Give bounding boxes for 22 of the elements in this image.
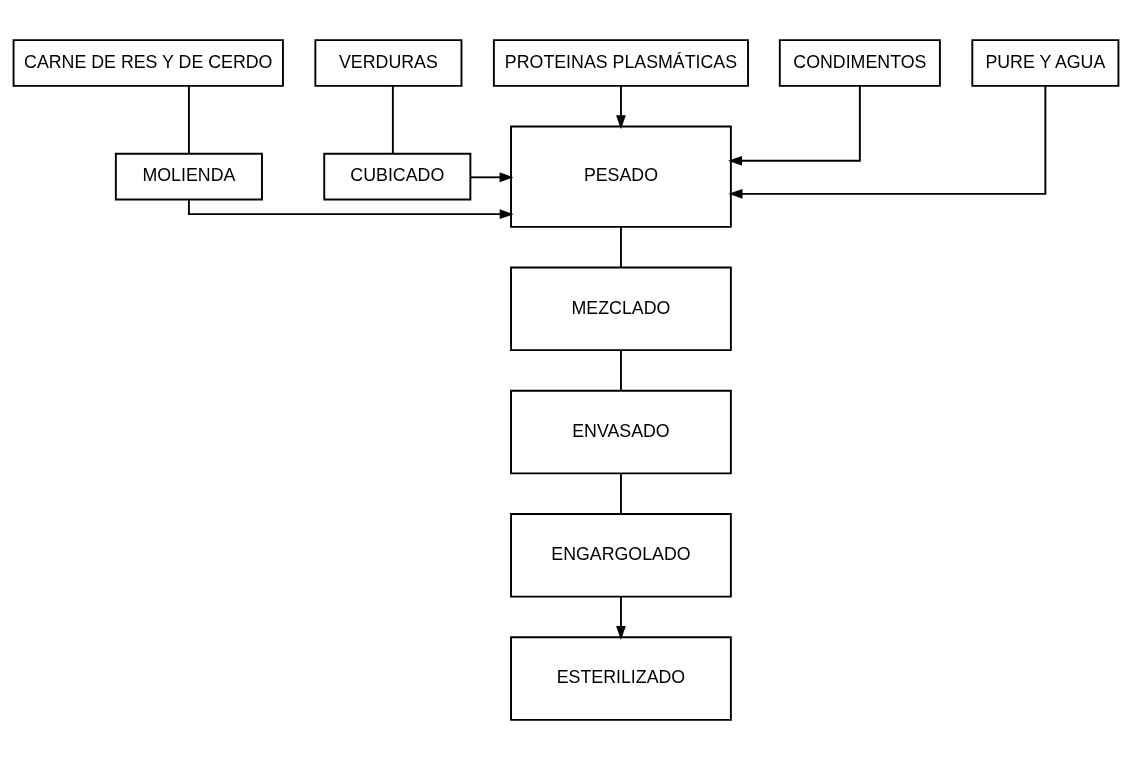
node-box: PESADO	[510, 125, 732, 228]
node-box: VERDURAS	[314, 39, 463, 87]
arrow	[728, 85, 861, 166]
connector	[187, 85, 190, 155]
node-box: CUBICADO	[323, 152, 472, 201]
connector	[620, 226, 622, 269]
node-box: ENGARGOLADO	[510, 513, 732, 598]
connector	[620, 472, 622, 515]
node-box: ENVASADO	[510, 389, 732, 475]
node-box: MEZCLADO	[510, 266, 732, 352]
arrow	[616, 85, 626, 130]
arrow	[728, 85, 1047, 199]
node-box: MOLIENDA	[114, 152, 263, 201]
arrow	[469, 172, 514, 183]
node-box: CARNE DE RES Y DE CERDO	[12, 39, 284, 87]
node-box: ESTERILIZADO	[510, 636, 732, 721]
connector	[620, 349, 622, 392]
connector	[391, 85, 394, 155]
node-box: CONDIMENTOS	[778, 39, 941, 87]
node-box: PURE Y AGUA	[971, 39, 1120, 87]
arrow	[616, 595, 626, 641]
node-box: PROTEINAS PLASMÁTICAS	[492, 39, 749, 87]
